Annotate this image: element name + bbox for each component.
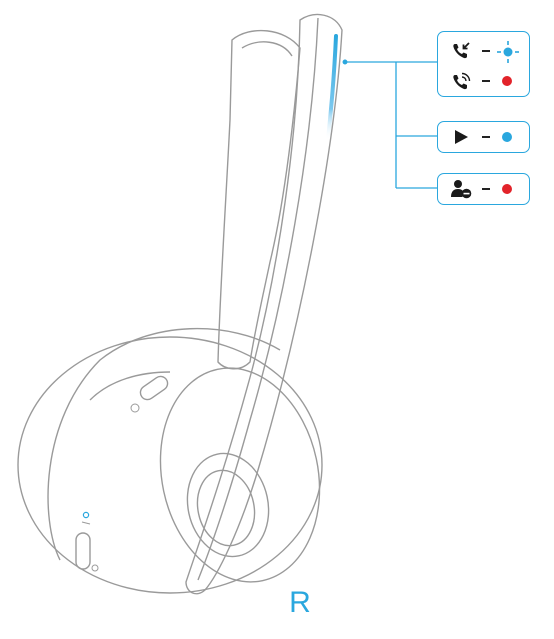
headband-arm (185, 13, 343, 595)
led-blue-icon (502, 132, 512, 142)
play-icon (455, 130, 468, 144)
ringing-call-icon (453, 72, 471, 90)
legend-box-calls (437, 31, 530, 97)
legend-row-play (438, 123, 529, 151)
side-label: R (289, 586, 311, 619)
legend-row-ringing-call (438, 67, 529, 95)
dash (482, 80, 490, 82)
dash (482, 188, 490, 190)
dash (482, 136, 490, 138)
led-red-icon (502, 184, 512, 194)
dash (482, 50, 490, 52)
legend-box-busy (437, 173, 530, 205)
legend-connector (342, 59, 437, 189)
legend-row-incoming-call (438, 37, 529, 65)
mic-indicator-icon (81, 511, 99, 572)
user-busy-icon (451, 180, 472, 199)
volume-switch[interactable] (75, 532, 91, 570)
ear-cup-button[interactable] (138, 374, 171, 403)
button-symbol-icon (130, 403, 140, 413)
headband-cushion (217, 29, 301, 370)
legend-box-play (437, 121, 530, 153)
incoming-call-icon (453, 42, 470, 59)
ear-cup (17, 327, 323, 594)
legend-row-busy (438, 175, 529, 203)
led-red-icon (502, 76, 512, 86)
headband-led-strip (326, 34, 338, 142)
led-blue-flashing-icon (497, 41, 519, 63)
